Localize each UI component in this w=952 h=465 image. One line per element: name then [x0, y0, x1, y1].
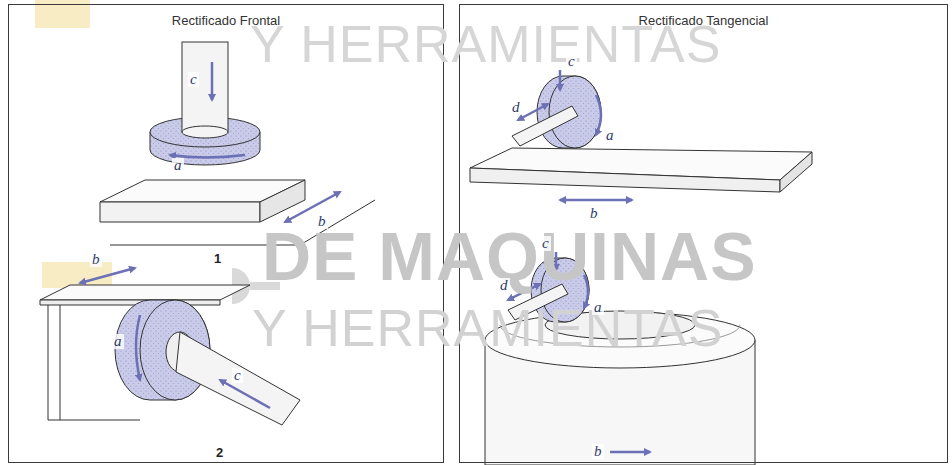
motion-letter: c — [540, 236, 551, 251]
motion-letter: c — [566, 54, 577, 69]
watermark: Y HERRAMIENTAS — [250, 18, 722, 70]
figure-number: 2 — [216, 446, 223, 459]
figure-number: 1 — [214, 252, 221, 265]
motion-letter: b — [90, 252, 102, 267]
motion-letter: a — [604, 128, 616, 143]
motion-letter: d — [498, 278, 510, 293]
motion-letter: b — [316, 214, 328, 229]
figure-3 — [470, 76, 812, 192]
figure-1 — [100, 42, 375, 245]
motion-letter: b — [592, 444, 604, 459]
motion-letter: c — [188, 72, 199, 87]
motion-letter: a — [172, 158, 184, 173]
motion-letter: a — [112, 334, 124, 349]
motion-letter: d — [510, 100, 522, 115]
motion-letter: a — [592, 300, 604, 315]
motion-letter: b — [588, 206, 600, 221]
watermark-logo — [42, 262, 112, 288]
motion-letter: c — [232, 368, 243, 383]
watermark: Y HERRAMIENTAS — [252, 302, 724, 354]
